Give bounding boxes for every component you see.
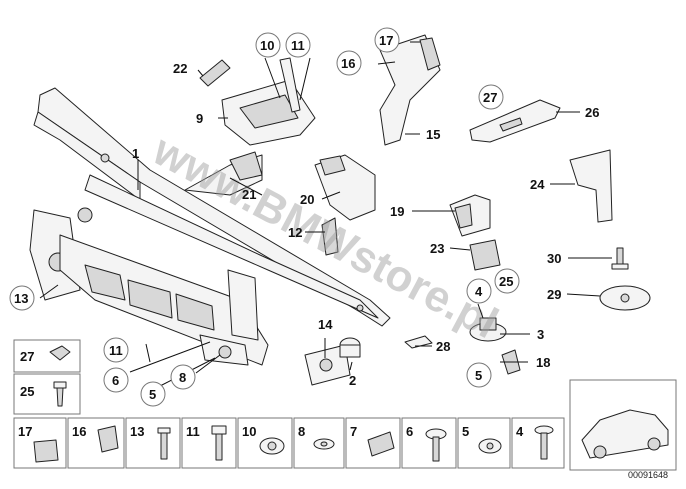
part-12-clip[interactable] [321, 217, 339, 256]
callout-25: 25 [499, 274, 513, 289]
part-23-rubber-mount[interactable] [469, 239, 501, 271]
legend-label-7: 7 [350, 424, 357, 439]
nut-5-icon [478, 438, 502, 454]
vehicle-thumbnail: 00091648 [569, 379, 677, 480]
callout-10: 10 [260, 38, 274, 53]
part-2-sleeve[interactable] [339, 337, 361, 358]
rivet-25-icon [53, 381, 67, 407]
callout-13: 13 [14, 291, 28, 306]
callout-circle-5 [466, 362, 492, 388]
legend-label-27: 27 [20, 349, 34, 364]
callout-circle-4 [466, 278, 492, 304]
clip-16-icon [97, 425, 119, 453]
part-9-bracket[interactable] [221, 57, 316, 146]
legend-box-6[interactable] [401, 417, 457, 469]
part-29-washer[interactable] [599, 285, 651, 311]
callout-24: 24 [530, 177, 545, 192]
part-28-label[interactable] [404, 335, 433, 349]
callout-11b: 11 [109, 343, 123, 358]
callout-26: 26 [585, 105, 599, 120]
part-26-cover-strip[interactable] [469, 99, 561, 143]
callout-12: 12 [288, 225, 302, 240]
legend-label-25: 25 [20, 384, 34, 399]
callout-29: 29 [547, 287, 561, 302]
part-24-bracket[interactable] [569, 149, 613, 223]
legend-label-6: 6 [406, 424, 413, 439]
clip-7-icon [367, 431, 395, 457]
legend-label-11: 11 [186, 424, 200, 439]
front-panel-carrier[interactable] [29, 87, 391, 366]
callout-8: 8 [179, 370, 186, 385]
legend-label-10: 10 [242, 424, 256, 439]
callout-22: 22 [173, 61, 187, 76]
callout-6: 6 [112, 373, 119, 388]
callout-circle-25 [494, 268, 520, 294]
legend-label-16: 16 [72, 424, 86, 439]
bolt-6-icon [425, 428, 447, 462]
callout-labels: 1 2 3 4 5 5 6 8 9 10 11 11 12 13 14 15 1… [14, 33, 599, 402]
pin-4-icon [534, 425, 554, 460]
callout-17: 17 [379, 33, 393, 48]
callout-circle-11 [285, 32, 311, 58]
callout-4: 4 [475, 284, 483, 299]
part-30-bolt[interactable] [611, 247, 629, 270]
leader-lines [39, 41, 612, 387]
callout-20: 20 [300, 192, 314, 207]
callout-circle-10 [255, 32, 281, 58]
callout-18: 18 [536, 355, 550, 370]
callout-19: 19 [390, 204, 404, 219]
part-19-holder[interactable] [449, 194, 491, 237]
callout-30: 30 [547, 251, 561, 266]
callout-9: 9 [196, 111, 203, 126]
legend-label-5: 5 [462, 424, 469, 439]
callout-circle-16 [336, 50, 362, 76]
legend-box-25[interactable] [13, 373, 81, 415]
side-legend: 27 25 [13, 339, 81, 415]
bottom-legend: 17 16 13 11 10 8 7 [13, 417, 565, 469]
image-number: 00091648 [628, 470, 668, 480]
legend-box-13[interactable] [125, 417, 181, 469]
callout-16: 16 [341, 56, 355, 71]
callout-21: 21 [242, 187, 256, 202]
callout-circle-11b [103, 337, 129, 363]
callout-circle-8 [170, 364, 196, 390]
screw-13-icon [157, 427, 171, 460]
legend-label-13: 13 [130, 424, 144, 439]
callout-circle-27 [478, 84, 504, 110]
callout-27: 27 [483, 90, 497, 105]
part-14-seal[interactable] [304, 344, 351, 386]
legend-label-8: 8 [298, 424, 305, 439]
bolt-11-icon [211, 425, 227, 461]
callout-2: 2 [349, 373, 356, 388]
callout-23: 23 [430, 241, 444, 256]
callout-circle-17 [374, 27, 400, 53]
washer-8-icon [313, 438, 335, 450]
callout-3: 3 [537, 327, 544, 342]
legend-box-11[interactable] [181, 417, 237, 469]
legend-box-4[interactable] [511, 417, 565, 469]
part-20-air-duct[interactable] [314, 154, 376, 221]
callout-circle-5b [140, 381, 166, 407]
nut-10-icon [259, 437, 285, 455]
callout-circle-6 [103, 367, 129, 393]
callout-14: 14 [318, 317, 333, 332]
callout-11: 11 [291, 38, 305, 53]
clip-27-icon [49, 345, 71, 361]
callout-1: 1 [132, 146, 139, 161]
part-3-mount[interactable] [469, 317, 507, 342]
callout-15: 15 [426, 127, 440, 142]
callout-28: 28 [436, 339, 450, 354]
callout-5b: 5 [149, 387, 156, 402]
clip-17-icon [33, 439, 59, 463]
callout-5: 5 [475, 368, 482, 383]
part-22-tube[interactable] [199, 59, 231, 87]
legend-label-17: 17 [18, 424, 32, 439]
legend-label-4: 4 [516, 424, 524, 439]
legend-box-27[interactable] [13, 339, 81, 373]
callout-circle-13 [9, 285, 35, 311]
callouts [9, 27, 520, 407]
